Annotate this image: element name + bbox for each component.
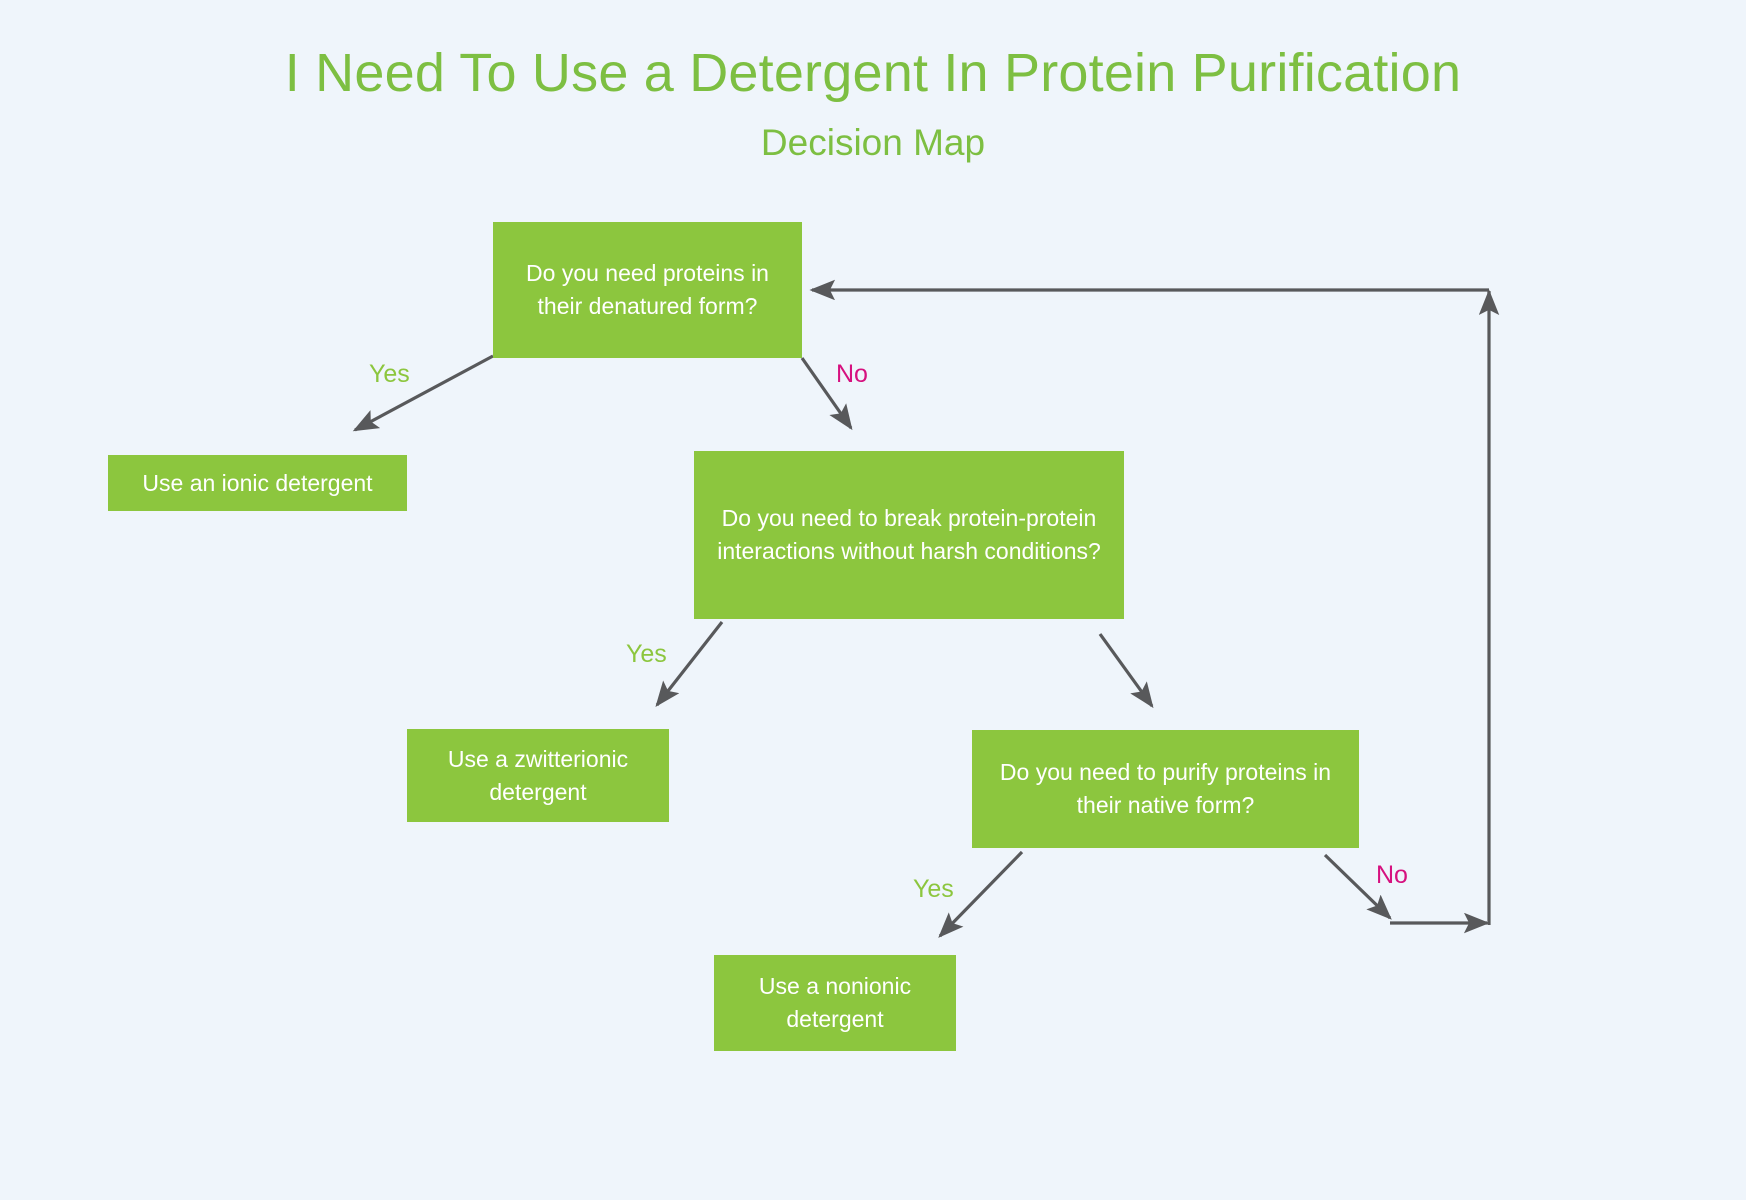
decision-node-native-form[interactable]: Do you need to purify proteins in their … bbox=[972, 730, 1359, 848]
outcome-node-ionic-detergent-label: Use an ionic detergent bbox=[142, 469, 373, 496]
decision-node-denatured-form[interactable]: Do you need proteins in their denatured … bbox=[493, 222, 802, 358]
outcome-node-nonionic-detergent-label: Use a nonionic detergent bbox=[758, 973, 912, 1032]
page-title: I Need To Use a Detergent In Protein Pur… bbox=[284, 43, 1462, 103]
decision-node-denatured-form-label: Do you need proteins in their denatured … bbox=[526, 260, 769, 319]
outcome-node-zwitterionic-detergent[interactable]: Use a zwitterionic detergent bbox=[407, 729, 669, 822]
page-subtitle: Decision Map bbox=[760, 122, 986, 163]
decision-node-native-form-label: Do you need to purify proteins in their … bbox=[999, 759, 1332, 818]
edge-label-no-denatured: No bbox=[836, 360, 868, 388]
outcome-node-zwitterionic-detergent-label: Use a zwitterionic detergent bbox=[447, 745, 629, 805]
decision-node-break-interactions-label: Do you need to break protein-protein int… bbox=[717, 505, 1101, 564]
edge-label-no-native-form: No bbox=[1376, 861, 1408, 889]
edge-label-yes-break-interactions: Yes bbox=[626, 640, 667, 668]
edge-break-native bbox=[1098, 633, 1154, 709]
edge-label-yes-denatured: Yes bbox=[369, 360, 410, 388]
decision-node-break-interactions[interactable]: Do you need to break protein-protein int… bbox=[694, 451, 1124, 619]
edge-label-yes-native-form: Yes bbox=[913, 875, 954, 903]
outcome-node-ionic-detergent[interactable]: Use an ionic detergent bbox=[108, 455, 407, 511]
outcome-node-nonionic-detergent[interactable]: Use a nonionic detergent bbox=[714, 955, 956, 1051]
